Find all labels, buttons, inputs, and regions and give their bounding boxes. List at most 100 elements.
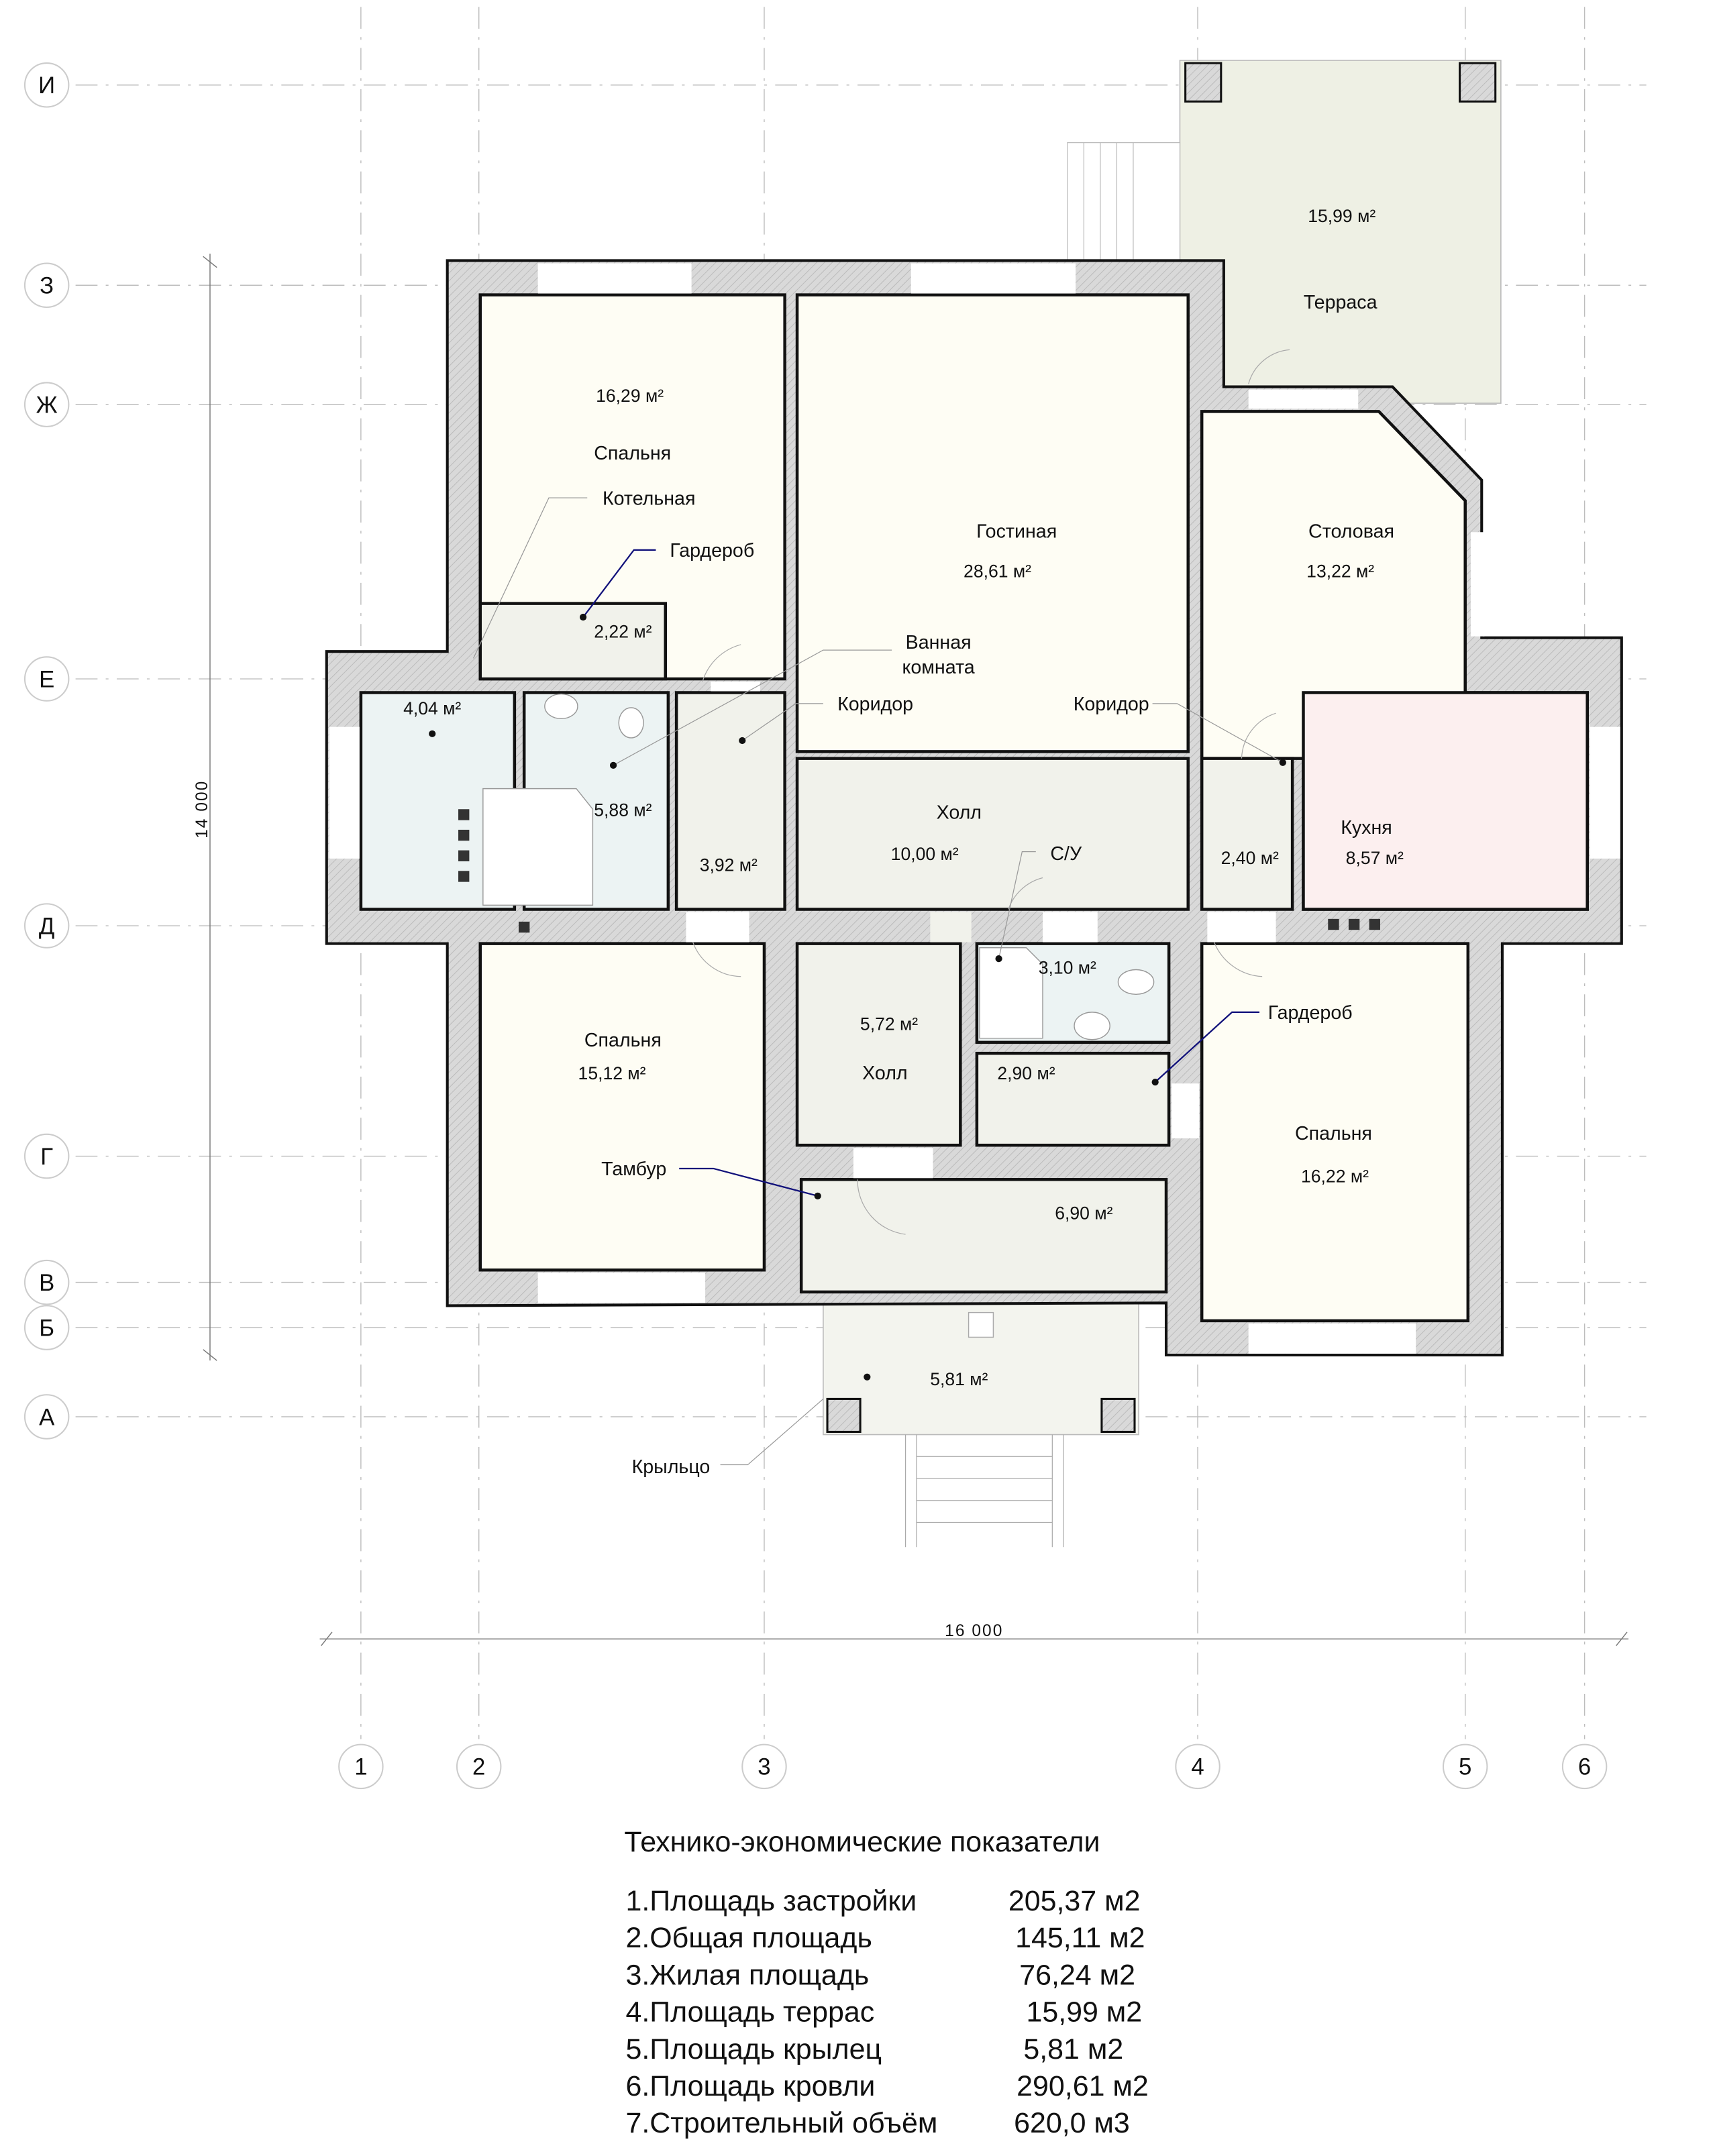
boiler-area: 4,04 м² [403,698,461,718]
wardrobe-1-name: Гардероб [670,540,754,561]
kitchen-name: Кухня [1341,817,1392,839]
indicator-label: 5.Площадь крылец [625,2033,882,2065]
vestibule-name: Тамбур [601,1158,666,1180]
dining-area: 13,22 м² [1306,561,1374,582]
indicator-value: 205,37 м2 [1008,1885,1141,1917]
indicators-title: Технико-экономические показатели [624,1826,1100,1858]
axis-label: А [39,1405,55,1430]
indicator-label: 2.Общая площадь [625,1922,872,1954]
living-name: Гостиная [976,521,1057,542]
indicator-value: 620,0 м3 [1014,2107,1130,2139]
boiler-name: Котельная [603,488,696,509]
room-living [795,293,1190,753]
kitchen-area: 8,57 м² [1346,848,1404,868]
boiler-icon [458,809,470,820]
axis-label: Д [39,914,55,939]
indicator-label: 7.Строительный объём [625,2107,937,2139]
bathtub-icon [482,788,594,906]
openings [329,263,1620,1354]
stove-icon [1328,918,1339,930]
wc-name: С/У [1050,843,1082,865]
wc-area: 3,10 м² [1039,958,1096,978]
bedroom-2-area: 15,12 м² [578,1063,646,1083]
indicator-value: 5,81 м2 [1023,2033,1123,2065]
room-corridor-2 [1200,757,1294,911]
room-labels: 15,99 м² Терраса 16,29 м² Спальня Котель… [403,206,1404,1478]
axis-label: 4 [1191,1755,1204,1780]
terrace [1067,60,1502,404]
porch-name: Крыльцо [632,1456,711,1478]
dimension-lines [203,254,1629,1646]
indicator-label: 4.Площадь террас [625,1996,874,2029]
corridor-2-name: Коридор [1074,694,1149,715]
hall-2-name: Холл [862,1063,907,1084]
column-axis-markers [338,1743,1608,1790]
corridor-1-name: Коридор [837,694,913,715]
axis-label: 3 [758,1755,770,1780]
axis-label: 1 [354,1755,367,1780]
porch-area: 5,81 м² [930,1369,988,1389]
row-axis-markers [23,62,70,1440]
axis-label: Г [40,1144,53,1170]
shower-icon [979,947,1043,1039]
toilet-icon-2 [1117,969,1155,995]
room-hall-2 [795,942,962,1147]
sink-icon [544,693,578,720]
indicator-label: 1.Площадь застройки [625,1885,917,1917]
axis-label: З [40,274,54,299]
indicator-value: 15,99 м2 [1026,1996,1142,2029]
axis-label: 5 [1459,1755,1471,1780]
indicator-value: 76,24 м2 [1019,1959,1135,1991]
room-corridor-1 [674,691,786,911]
bedroom-2-name: Спальня [584,1030,662,1051]
bath-name-line1: Ванная [906,632,972,653]
depth-dimension: 14 000 [193,780,211,839]
wardrobe-2-name: Гардероб [1268,1002,1353,1024]
indicators-table: Технико-экономические показатели 1.Площа… [624,1826,1148,2139]
terrace-steps [1067,142,1181,262]
room-hall-1 [795,757,1190,911]
vestibule-area: 6,90 м² [1055,1203,1112,1224]
hall-2-area: 5,72 м² [860,1014,918,1034]
porch-steps [904,1434,1064,1548]
door-swings [692,349,1290,1235]
fixtures [458,693,1380,1040]
dining-name: Столовая [1308,521,1394,542]
bedroom-3-name: Спальня [1295,1123,1372,1144]
hall-1-area: 10,00 м² [891,844,959,864]
indicator-value: 145,11 м2 [1015,1922,1145,1954]
column-axis-labels: 1 2 3 4 5 6 [354,1755,1591,1780]
corridor-2-area: 2,40 м² [1221,848,1279,868]
axis-label: Ж [36,392,58,418]
indicator-label: 6.Площадь кровли [625,2070,875,2102]
room-bedroom-3 [1200,942,1470,1323]
wardrobe-2-area: 2,90 м² [997,1063,1055,1083]
toilet-icon [618,707,644,739]
wardrobe-1-area: 2,22 м² [594,622,652,642]
porch [823,1299,1139,1548]
living-area: 28,61 м² [964,561,1031,582]
bedroom-1-area: 16,29 м² [596,386,664,406]
sink-icon-2 [1074,1012,1110,1040]
room-bedroom-2 [478,942,766,1272]
bedroom-3-area: 16,22 м² [1301,1166,1369,1186]
indicator-label: 3.Жилая площадь [625,1959,869,1991]
bath-area: 5,88 м² [594,800,652,820]
row-axis-labels: И З Ж Е Д Г В Б А [36,73,58,1430]
bedroom-1-name: Спальня [594,443,671,464]
bath-name-line2: комната [902,657,975,678]
room-wardrobe-1 [478,602,668,681]
width-dimension: 16 000 [945,1622,1003,1640]
room-kitchen [1302,691,1589,911]
axis-label: 2 [472,1755,485,1780]
axis-label: Е [39,667,54,692]
axis-label: 6 [1578,1755,1591,1780]
terrace-name: Терраса [1304,292,1378,313]
room-vestibule [799,1178,1168,1294]
room-wardrobe-2 [975,1051,1171,1147]
indicator-value: 290,61 м2 [1017,2070,1149,2102]
hall-1-name: Холл [937,802,982,824]
axis-label: И [38,73,55,99]
